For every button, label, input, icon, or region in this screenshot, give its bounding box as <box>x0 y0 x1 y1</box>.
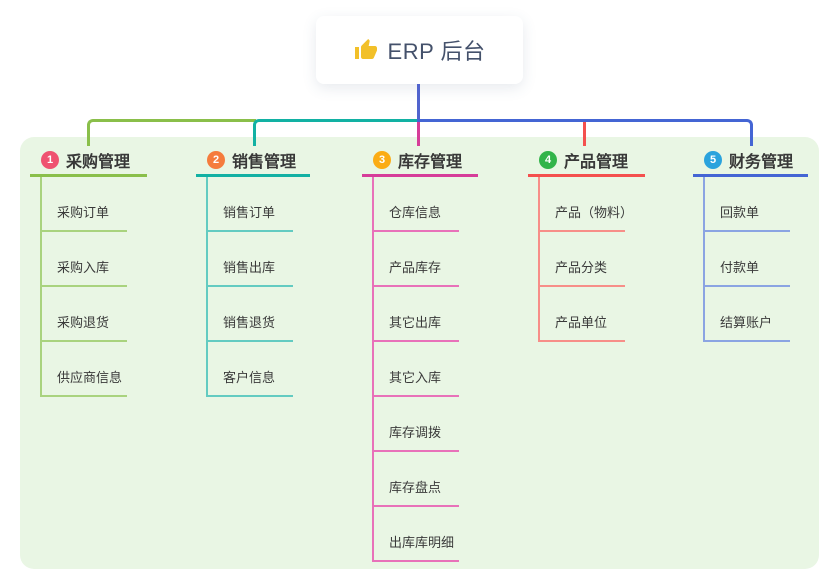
branch-3-children: 仓库信息 产品库存 其它出库 其它入库 库存调拨 库存盘点 出库库明细 <box>372 177 459 562</box>
branch-column-1: 1 采购管理 采购订单 采购入库 采购退货 供应商信息 <box>30 145 147 397</box>
child-label: 库存调拨 <box>389 425 442 440</box>
child-node[interactable]: 供应商信息 <box>42 342 127 397</box>
child-node[interactable]: 销售出库 <box>208 232 293 287</box>
thumbs-up-icon <box>354 39 377 59</box>
connector-root-drop <box>417 84 420 122</box>
child-label: 结算账户 <box>720 315 773 330</box>
child-node[interactable]: 客户信息 <box>208 342 293 397</box>
child-label: 销售退货 <box>223 315 276 330</box>
branch-column-4: 4 产品管理 产品（物料） 产品分类 产品单位 <box>528 145 645 342</box>
child-label: 采购订单 <box>57 205 110 220</box>
child-label: 回款单 <box>720 205 760 220</box>
child-label: 付款单 <box>720 260 760 275</box>
badge-5-icon: 5 <box>704 150 722 169</box>
child-node[interactable]: 产品库存 <box>374 232 459 287</box>
child-label: 仓库信息 <box>389 205 442 220</box>
child-label: 库存盘点 <box>389 480 442 495</box>
badge-2-icon: 2 <box>207 150 225 169</box>
child-node[interactable]: 仓库信息 <box>374 177 459 232</box>
connector-branch-4 <box>583 122 586 146</box>
child-node[interactable]: 其它出库 <box>374 287 459 342</box>
branch-3-title[interactable]: 3 库存管理 <box>362 145 478 177</box>
child-label: 其它出库 <box>389 315 442 330</box>
branch-4-children: 产品（物料） 产品分类 产品单位 <box>538 177 633 342</box>
connector-branch-3 <box>417 122 420 146</box>
child-node[interactable]: 销售订单 <box>208 177 293 232</box>
child-node[interactable]: 采购入库 <box>42 232 127 287</box>
child-label: 采购入库 <box>57 260 110 275</box>
child-label: 销售出库 <box>223 260 276 275</box>
branch-column-2: 2 销售管理 销售订单 销售出库 销售退货 客户信息 <box>196 145 310 397</box>
child-node[interactable]: 付款单 <box>705 232 790 287</box>
branch-1-label: 采购管理 <box>66 153 131 171</box>
child-label: 销售订单 <box>223 205 276 220</box>
child-node[interactable]: 出库库明细 <box>374 507 459 562</box>
connector-branch-1 <box>87 119 256 146</box>
branch-4-label: 产品管理 <box>564 153 629 171</box>
branch-3-label: 库存管理 <box>398 153 463 171</box>
child-node[interactable]: 产品分类 <box>540 232 625 287</box>
child-label: 采购退货 <box>57 315 110 330</box>
branch-1-children: 采购订单 采购入库 采购退货 供应商信息 <box>40 177 127 397</box>
child-label: 产品库存 <box>389 260 442 275</box>
connector-branch-5 <box>417 119 753 146</box>
branches-panel <box>20 137 819 569</box>
branch-2-label: 销售管理 <box>232 153 297 171</box>
child-node[interactable]: 回款单 <box>705 177 790 232</box>
branch-column-3: 3 库存管理 仓库信息 产品库存 其它出库 其它入库 库存调拨 库存盘点 出库库… <box>362 145 478 562</box>
child-label: 供应商信息 <box>57 370 123 385</box>
branch-4-title[interactable]: 4 产品管理 <box>528 145 645 177</box>
branch-5-title[interactable]: 5 财务管理 <box>693 145 808 177</box>
badge-4-icon: 4 <box>539 150 557 169</box>
branch-5-children: 回款单 付款单 结算账户 <box>703 177 790 342</box>
branch-column-5: 5 财务管理 回款单 付款单 结算账户 <box>693 145 808 342</box>
child-node[interactable]: 其它入库 <box>374 342 459 397</box>
connector-branch-2 <box>253 119 420 146</box>
branch-2-title[interactable]: 2 销售管理 <box>196 145 310 177</box>
child-node[interactable]: 产品（物料） <box>540 177 633 232</box>
child-node[interactable]: 产品单位 <box>540 287 625 342</box>
child-node[interactable]: 采购订单 <box>42 177 127 232</box>
child-label: 产品单位 <box>555 315 608 330</box>
child-node[interactable]: 采购退货 <box>42 287 127 342</box>
branch-2-children: 销售订单 销售出库 销售退货 客户信息 <box>206 177 293 397</box>
child-label: 产品（物料） <box>555 205 634 220</box>
branch-1-title[interactable]: 1 采购管理 <box>30 145 147 177</box>
root-node[interactable]: ERP 后台 <box>316 16 523 84</box>
child-node[interactable]: 库存调拨 <box>374 397 459 452</box>
child-node[interactable]: 销售退货 <box>208 287 293 342</box>
child-label: 产品分类 <box>555 260 608 275</box>
child-label: 出库库明细 <box>389 535 455 550</box>
child-label: 客户信息 <box>223 370 276 385</box>
badge-3-icon: 3 <box>373 150 391 169</box>
root-title: ERP 后台 <box>387 39 486 64</box>
child-node[interactable]: 结算账户 <box>705 287 790 342</box>
child-node[interactable]: 库存盘点 <box>374 452 459 507</box>
branch-5-label: 财务管理 <box>729 153 794 171</box>
badge-1-icon: 1 <box>41 150 59 169</box>
child-label: 其它入库 <box>389 370 442 385</box>
